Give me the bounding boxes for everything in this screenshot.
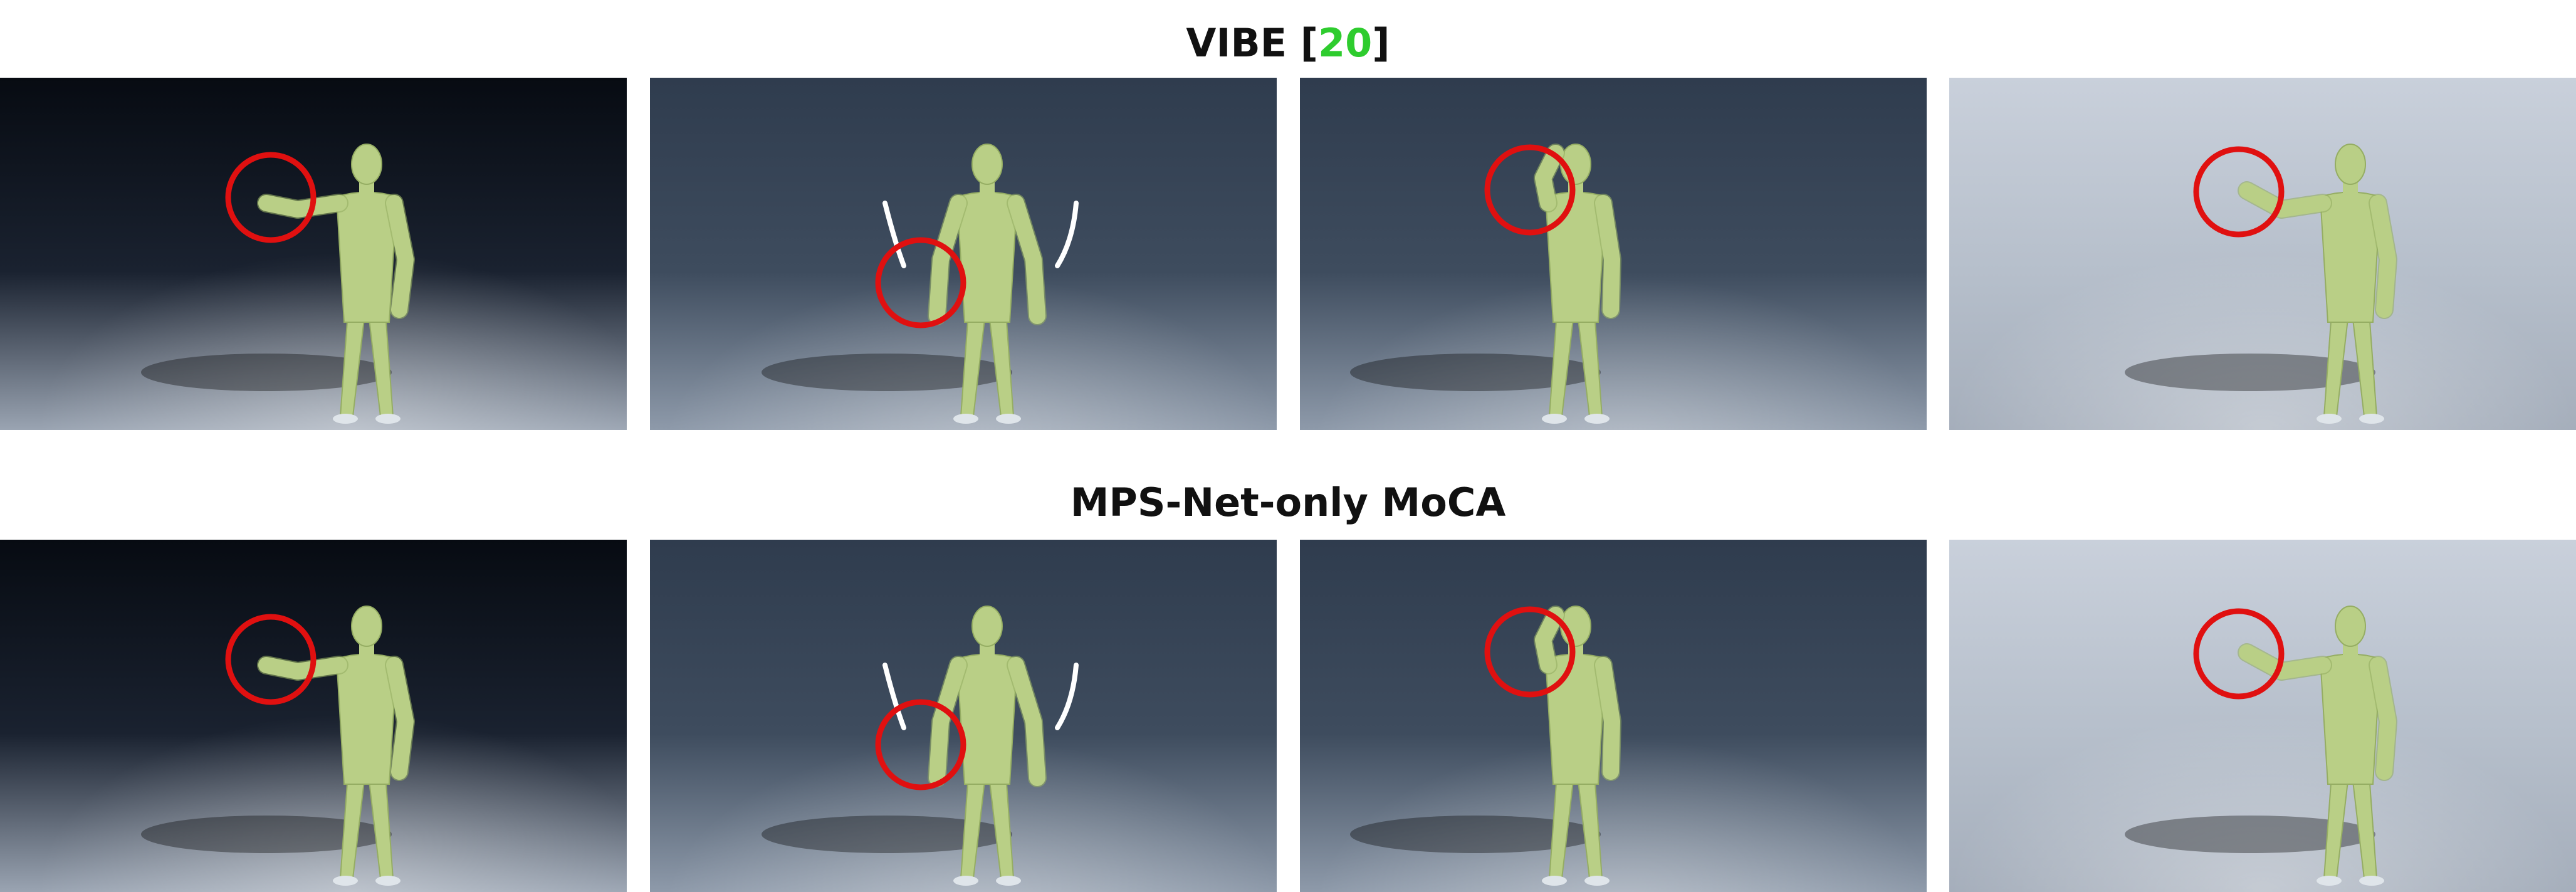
right-foot (996, 414, 1021, 424)
left-arm (929, 195, 966, 324)
panel-row2-col3 (1300, 540, 1927, 892)
row-title-main: VIBE [ (1186, 20, 1318, 66)
left-foot (2317, 414, 2342, 424)
panel-row2-col2 (650, 540, 1277, 892)
body-mesh (1350, 144, 1621, 424)
left-arm (258, 195, 347, 218)
motion-stroke-left (882, 201, 906, 268)
right-foot (2359, 414, 2384, 424)
left-arm (2239, 644, 2331, 679)
right-foot (375, 414, 401, 424)
left-foot (2317, 876, 2342, 886)
floor-shadow (2125, 816, 2375, 853)
left-foot (1542, 414, 1567, 424)
panel-row1-col3 (1300, 78, 1927, 430)
torso (956, 653, 1018, 785)
panel-image (650, 78, 1277, 430)
right-arm (1008, 657, 1045, 786)
left-arm (1535, 145, 1564, 211)
left-arm (258, 657, 347, 679)
row-title-main: MPS-Net-only MoCA (1070, 480, 1506, 525)
body-mesh (2125, 144, 2397, 424)
right-foot (375, 876, 401, 886)
highlight-circle (2193, 146, 2285, 238)
left-foot (333, 414, 358, 424)
left-arm (929, 657, 966, 786)
head (351, 606, 382, 647)
floor-shadow (2125, 354, 2375, 391)
right-arm (1008, 195, 1045, 324)
head (971, 606, 1003, 647)
panel-row2-col4 (1949, 540, 2576, 892)
highlight-circle (225, 614, 317, 705)
panel-image (1949, 540, 2576, 892)
torso (335, 653, 398, 785)
torso (956, 191, 1018, 323)
left-foot (1542, 876, 1567, 886)
panel-image (1949, 78, 2576, 430)
left-foot (953, 876, 978, 886)
right-arm (2370, 195, 2396, 318)
citation-ref[interactable]: 20 (1317, 20, 1373, 66)
torso (335, 191, 398, 323)
left-arm (1535, 607, 1564, 673)
highlight-circle (2193, 608, 2285, 700)
right-arm (1595, 657, 1620, 780)
panel-image (0, 540, 627, 892)
right-foot (2359, 876, 2384, 886)
panel-image (1300, 78, 1927, 430)
torso (2319, 191, 2382, 323)
head (2335, 144, 2366, 185)
spotlight (1949, 78, 2576, 430)
floor-shadow (762, 816, 1012, 853)
floor-shadow (1350, 354, 1601, 391)
head (2335, 606, 2366, 647)
floor-shadow (762, 354, 1012, 391)
body-mesh (2125, 606, 2397, 886)
body-mesh (1350, 606, 1621, 886)
panel-row1-col1 (0, 78, 627, 430)
highlight-circle (1484, 144, 1576, 236)
right-arm (386, 657, 414, 780)
panel-row2-col1 (0, 540, 627, 892)
body-mesh (141, 606, 415, 886)
spotlight (0, 540, 627, 892)
body-mesh (762, 606, 1047, 886)
left-foot (953, 414, 978, 424)
motion-stroke-right (1055, 663, 1079, 730)
right-foot (1584, 876, 1610, 886)
row-title-mps-net: MPS-Net-only MoCA (0, 483, 2576, 522)
spotlight (1949, 540, 2576, 892)
torso (2319, 653, 2382, 785)
floor-shadow (1350, 816, 1601, 853)
row-title-vibe: VIBE [20] (0, 24, 2576, 63)
panel-row1-col2 (650, 78, 1277, 430)
panel-image (650, 540, 1277, 892)
right-arm (386, 195, 414, 318)
right-foot (996, 876, 1021, 886)
spotlight (0, 78, 627, 430)
right-foot (1584, 414, 1610, 424)
right-arm (1595, 195, 1620, 318)
body-mesh (762, 144, 1047, 424)
left-arm (2239, 182, 2331, 218)
highlight-circle (875, 237, 966, 328)
highlight-circle (1484, 606, 1576, 698)
left-foot (333, 876, 358, 886)
motion-stroke-right (1055, 201, 1079, 268)
panel-image (1300, 540, 1927, 892)
highlight-circle (225, 152, 317, 243)
row-title-end: ] (1372, 20, 1390, 66)
highlight-circle (875, 699, 966, 790)
panel-image (0, 78, 627, 430)
panel-row1-col4 (1949, 78, 2576, 430)
head (351, 144, 382, 185)
head (971, 144, 1003, 185)
body-mesh (141, 144, 415, 424)
right-arm (2370, 657, 2396, 780)
floor-shadow (141, 354, 392, 391)
motion-stroke-left (882, 663, 906, 730)
floor-shadow (141, 816, 392, 853)
